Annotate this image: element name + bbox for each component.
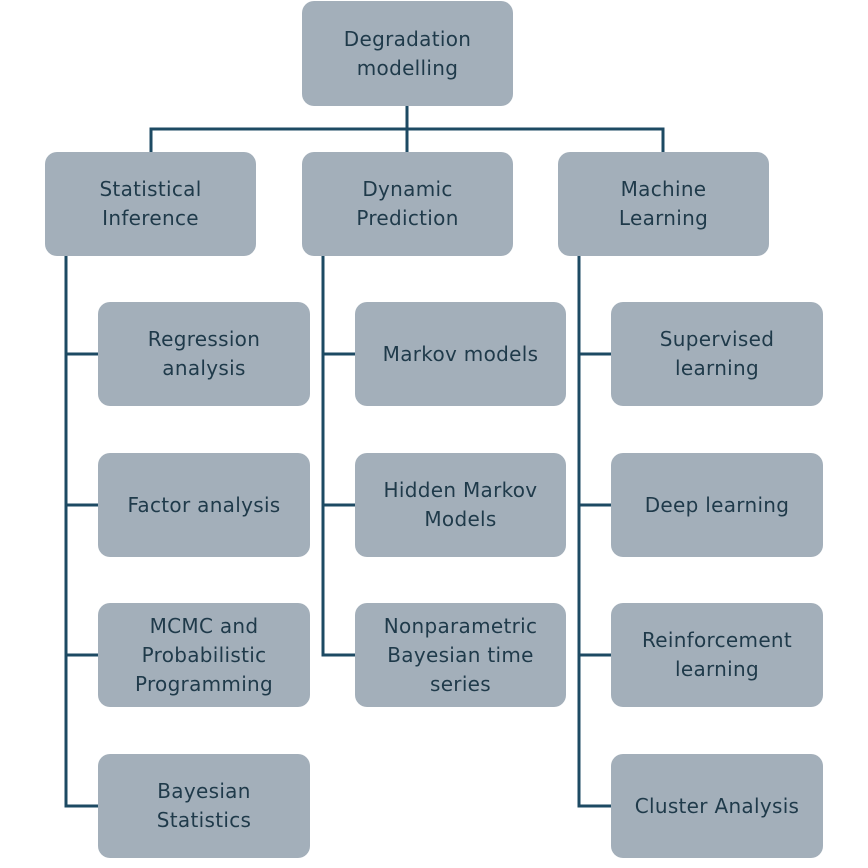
- leaf-label: Cluster Analysis: [634, 793, 800, 818]
- leaf-label: Markov models: [382, 341, 539, 366]
- leaf-label: Hidden Markov Models: [383, 478, 538, 531]
- leaf-label: Deep learning: [644, 492, 790, 517]
- leaf-node: Deep learning: [611, 453, 823, 557]
- leaf-label: Bayesian Statistics: [156, 779, 252, 832]
- leaf-label: Factor analysis: [127, 492, 281, 517]
- leaf-node: Reinforcement learning: [611, 603, 823, 707]
- category-label: Dynamic Prediction: [356, 177, 459, 230]
- leaf-node: Markov models: [355, 302, 566, 406]
- leaf-label: Regression analysis: [147, 327, 261, 380]
- leaf-node: Cluster Analysis: [611, 754, 823, 858]
- root-node: Degradation modelling: [302, 1, 513, 106]
- leaf-label: Supervised learning: [659, 327, 775, 380]
- leaf-node: Bayesian Statistics: [98, 754, 310, 858]
- leaf-label: Reinforcement learning: [641, 628, 793, 681]
- leaf-node: MCMC and Probabilistic Programming: [98, 603, 310, 707]
- leaf-node: Factor analysis: [98, 453, 310, 557]
- leaf-node: Hidden Markov Models: [355, 453, 566, 557]
- category-label: Machine Learning: [618, 177, 709, 230]
- leaf-label: Nonparametric Bayesian time series: [383, 613, 538, 696]
- leaf-node: Supervised learning: [611, 302, 823, 406]
- category-node-statistical-inference: Statistical Inference: [45, 152, 256, 256]
- category-node-dynamic-prediction: Dynamic Prediction: [302, 152, 513, 256]
- category-label: Statistical Inference: [99, 177, 202, 230]
- leaf-node: Regression analysis: [98, 302, 310, 406]
- category-node-machine-learning: Machine Learning: [558, 152, 769, 256]
- leaf-node: Nonparametric Bayesian time series: [355, 603, 566, 707]
- leaf-label: MCMC and Probabilistic Programming: [134, 613, 274, 696]
- root-node-label: Degradation modelling: [343, 26, 472, 80]
